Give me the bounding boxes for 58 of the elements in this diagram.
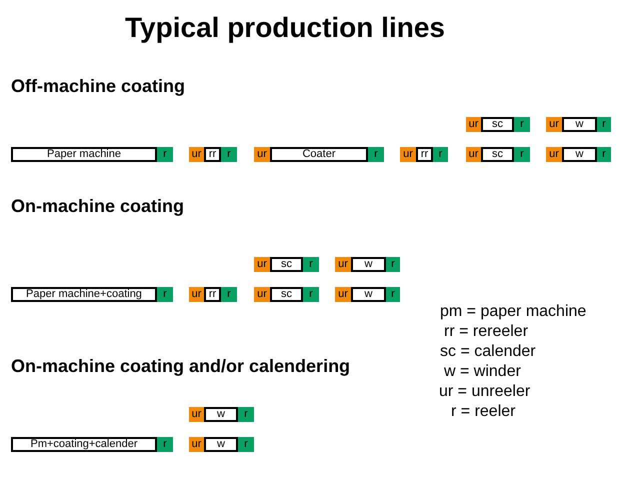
title: Typical production lines (124, 12, 446, 44)
machine-box: Paper machine (11, 147, 157, 162)
abbreviation-note: ur = unreeler (439, 383, 530, 401)
abbreviation-note: sc = calender (440, 343, 536, 361)
machine-box: sc (481, 117, 514, 132)
machine-box: rr (416, 147, 433, 162)
section-heading: On-machine coating (11, 196, 184, 217)
machine-box: sc (270, 287, 303, 302)
unreeler-block: ur (466, 147, 481, 162)
abbreviation-note: r = reeler (451, 403, 516, 421)
unreeler-block: ur (254, 257, 270, 272)
section-heading: On-machine coating and/or calendering (11, 356, 350, 377)
reeler-block: r (514, 117, 530, 132)
machine-box: w (204, 437, 238, 452)
reeler-block: r (368, 147, 384, 162)
reeler-block: r (157, 437, 173, 452)
reeler-block: r (303, 257, 319, 272)
machine-box: w (562, 147, 597, 162)
unreeler-block: ur (335, 287, 351, 302)
reeler-block: r (597, 147, 611, 162)
machine-box: Paper machine+coating (11, 287, 157, 302)
unreeler-block: ur (400, 147, 416, 162)
machine-box: rr (204, 147, 221, 162)
reeler-block: r (597, 117, 611, 132)
reeler-block: r (238, 437, 254, 452)
abbreviation-note: rr = rereeler (444, 323, 528, 341)
reeler-block: r (514, 147, 530, 162)
abbreviation-note: w = winder (444, 363, 521, 381)
unreeler-block: ur (335, 257, 351, 272)
abbreviation-note: pm = paper machine (440, 303, 586, 321)
unreeler-block: ur (189, 147, 204, 162)
unreeler-block: ur (189, 437, 204, 452)
reeler-block: r (433, 147, 448, 162)
unreeler-block: ur (254, 147, 270, 162)
unreeler-block: ur (546, 117, 562, 132)
unreeler-block: ur (254, 287, 270, 302)
machine-box: Pm+coating+calender (11, 437, 157, 452)
reeler-block: r (238, 407, 254, 422)
unreeler-block: ur (546, 147, 562, 162)
unreeler-block: ur (189, 407, 204, 422)
reeler-block: r (221, 287, 237, 302)
machine-box: Coater (270, 147, 368, 162)
reeler-block: r (386, 257, 400, 272)
reeler-block: r (157, 287, 173, 302)
machine-box: rr (204, 287, 221, 302)
reeler-block: r (157, 147, 173, 162)
machine-box: w (351, 287, 386, 302)
unreeler-block: ur (466, 117, 481, 132)
machine-box: w (351, 257, 386, 272)
machine-box: sc (270, 257, 303, 272)
reeler-block: r (221, 147, 237, 162)
machine-box: w (562, 117, 597, 132)
unreeler-block: ur (189, 287, 204, 302)
machine-box: w (204, 407, 238, 422)
section-heading: Off-machine coating (11, 76, 186, 97)
reeler-block: r (303, 287, 319, 302)
reeler-block: r (386, 287, 400, 302)
machine-box: sc (481, 147, 514, 162)
